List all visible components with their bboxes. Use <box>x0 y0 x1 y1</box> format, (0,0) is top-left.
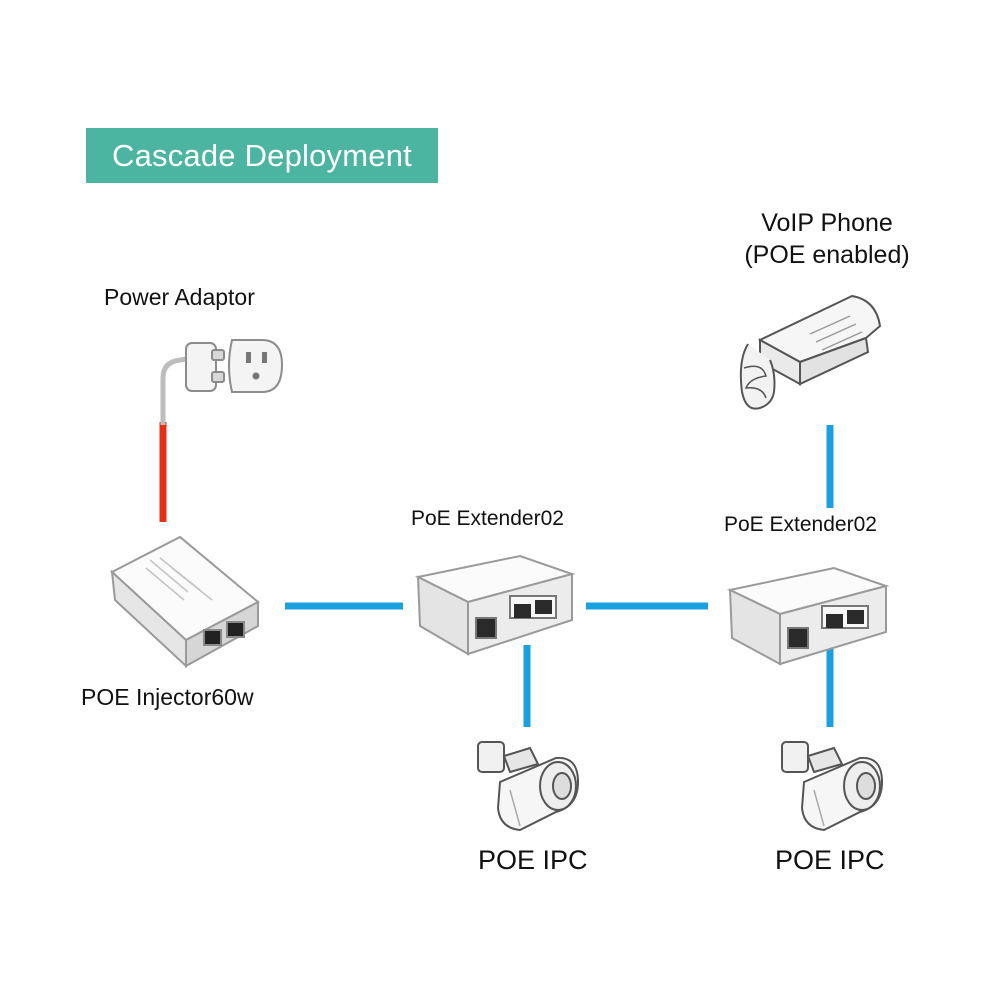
label-voip-line2: (POE enabled) <box>744 241 910 269</box>
label-ipc-1: POE IPC <box>478 845 588 875</box>
label-poe-injector: POE Injector60w <box>81 684 254 710</box>
poe-injector-icon <box>110 535 260 669</box>
connections <box>159 422 834 727</box>
label-extender-1: PoE Extender02 <box>411 507 564 530</box>
diagram-title: Cascade Deployment <box>112 138 412 173</box>
ip-camera-icon-2 <box>781 741 884 832</box>
poe-extender-icon-1 <box>414 554 576 656</box>
label-ipc-2: POE IPC <box>775 845 885 875</box>
ip-camera-icon-1 <box>477 741 580 832</box>
label-extender-2: PoE Extender02 <box>724 513 877 536</box>
voip-phone-icon <box>739 294 882 410</box>
poe-extender-icon-2 <box>726 566 890 666</box>
label-voip-phone: VoIP Phone (POE enabled) <box>712 207 942 271</box>
power-plug-icon <box>160 339 284 425</box>
label-power-adaptor: Power Adaptor <box>104 284 255 310</box>
title-banner: Cascade Deployment <box>86 128 438 183</box>
label-voip-line1: VoIP Phone <box>761 209 893 237</box>
